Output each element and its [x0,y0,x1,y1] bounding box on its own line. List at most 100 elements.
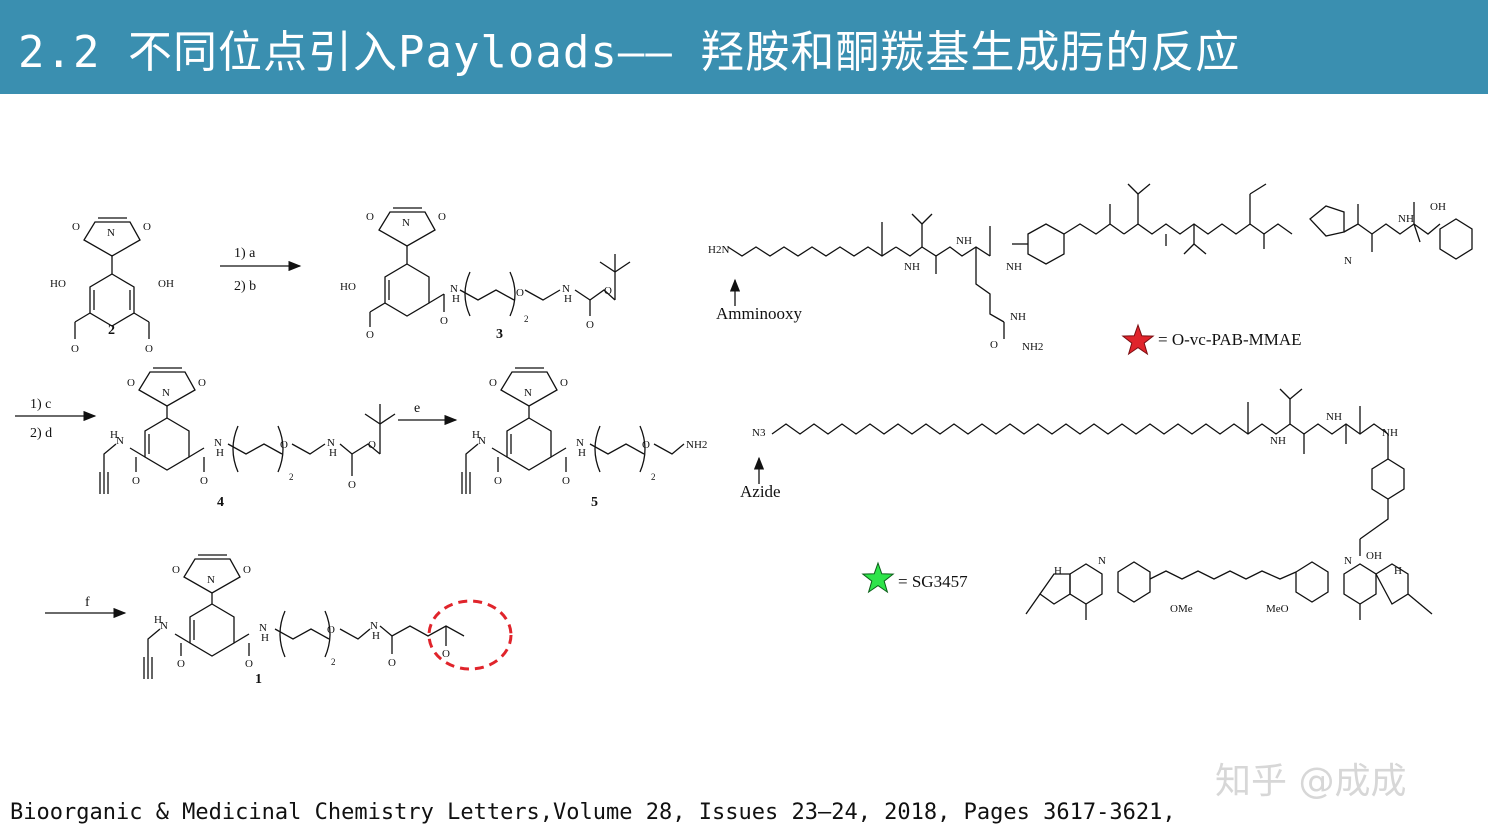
oh-atom: OH [1430,201,1446,213]
n-atom: N [116,435,124,447]
h-atom: H [1394,565,1402,577]
nh2-group: NH2 [1022,341,1043,353]
h-atom: H [216,447,224,459]
o-atom: O [243,564,251,576]
o-atom: O [172,564,180,576]
n-atom: N [370,620,378,632]
h-atom: H [472,429,480,441]
o-atom: O [368,439,376,451]
h-atom: H [110,429,118,441]
o-atom: O [366,329,374,341]
n-atom: N [160,620,168,632]
o-atom: O [990,339,998,351]
n-atom: N [1344,555,1352,567]
h-atom: H [452,293,460,305]
h-atom: H [372,630,380,642]
reaction-scheme: N O O HO OH O O 2 1) a 2) b N O O HO O O… [15,183,1473,687]
h-atom: H [261,632,269,644]
n-atom: N [327,437,335,449]
ho-atom: HO [340,281,356,293]
o-atom: O [132,475,140,487]
nh-atom: NH [1270,435,1286,447]
peg-subscript: 2 [524,314,529,324]
aminooxy-mmae-structure [727,183,1473,339]
h2n-group: H2N [708,244,729,256]
nh-atom: NH [1398,213,1414,225]
n-atom: N [562,283,570,295]
n-atom: N [107,227,115,239]
compound-2-label: 2 [108,323,115,338]
oh-atom: OH [158,278,174,290]
o-atom: O [145,343,153,355]
o-atom: O [127,377,135,389]
red-star-icon [1121,323,1155,356]
compound-1-label: 1 [255,672,262,687]
h-atom: H [564,293,572,305]
n-atom: N [524,387,532,399]
n3-group: N3 [752,427,766,439]
o-atom: O [177,658,185,670]
o-atom: O [366,211,374,223]
compound-1-structure [143,554,465,679]
o-atom: O [438,211,446,223]
oh-atom: OH [1366,550,1382,562]
h-atom: H [329,447,337,459]
compound-3-label: 3 [496,327,503,342]
n-atom: N [402,217,410,229]
nh-atom: NH [1326,411,1342,423]
ketone-highlight-circle [427,599,513,671]
o-atom: O [71,343,79,355]
o-atom: O [642,439,650,451]
legend-green-text: = SG3457 [898,572,968,591]
peg-subscript: 2 [651,472,656,482]
n-atom: N [259,622,267,634]
step-1c: 1) c [30,397,51,412]
o-atom: O [143,221,151,233]
nh-atom: NH [1006,261,1022,273]
step-f: f [85,595,90,610]
o-atom: O [327,624,335,636]
title-bar: 2.2 不同位点引入Payloads—— 羟胺和酮羰基生成肟的反应 [0,0,1488,94]
ome-group: OMe [1170,603,1193,615]
h-atom: H [578,447,586,459]
step-2d: 2) d [30,426,52,441]
step-e: e [414,401,420,416]
peg-subscript: 2 [331,657,336,667]
o-atom: O [280,439,288,451]
o-atom: O [245,658,253,670]
compound-2-structure [74,217,150,339]
peg-subscript: 2 [289,472,294,482]
o-atom: O [562,475,570,487]
n-atom: N [162,387,170,399]
compound-4-structure [99,367,396,494]
n-atom: N [1344,255,1352,267]
slide-title: 2.2 不同位点引入Payloads—— 羟胺和酮羰基生成肟的反应 [18,27,1241,78]
amminooxy-label: Amminooxy [716,304,802,323]
o-atom: O [604,285,612,297]
n-atom: N [207,574,215,586]
nh-atom: NH [1382,427,1398,439]
azide-sg3457-structure [771,388,1433,620]
nh-atom: NH [904,261,920,273]
n-atom: N [214,437,222,449]
nh2-group: NH2 [686,439,707,451]
o-atom: O [348,479,356,491]
o-atom: O [388,657,396,669]
o-atom: O [494,475,502,487]
n-atom: N [576,437,584,449]
o-atom: O [516,287,524,299]
compound-3-structure [369,207,631,327]
h-atom: H [1054,565,1062,577]
citation: Bioorganic & Medicinal Chemistry Letters… [10,800,1176,825]
h-atom: H [154,614,162,626]
step-2b: 2) b [234,279,256,294]
watermark: 知乎 @成成 [1215,761,1407,802]
o-atom: O [560,377,568,389]
o-atom: O [200,475,208,487]
n-atom: N [478,435,486,447]
n-atom: N [1098,555,1106,567]
azide-label: Azide [740,482,781,501]
o-atom: O [198,377,206,389]
o-atom: O [586,319,594,331]
o-atom: O [489,377,497,389]
